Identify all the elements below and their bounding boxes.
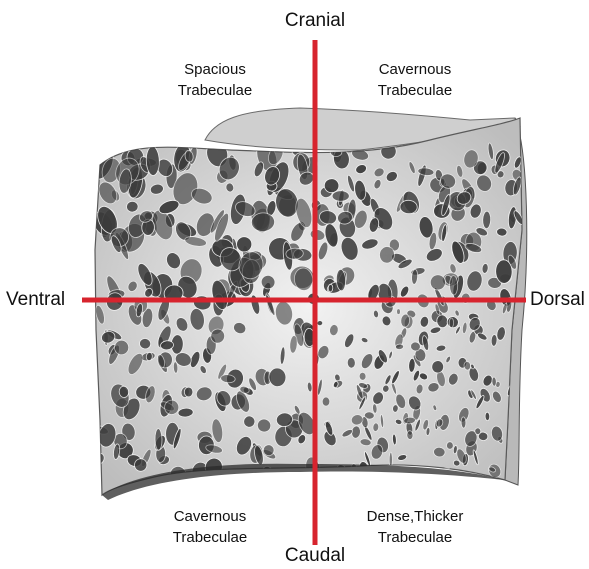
trabecular-pore [449, 276, 458, 296]
trabecular-pore [322, 397, 330, 406]
trabecular-pore [391, 472, 402, 485]
trabecular-pore [317, 320, 323, 326]
trabecular-pore [359, 372, 366, 381]
trabecular-pore [347, 357, 356, 368]
trabecular-pore [447, 442, 454, 450]
trabecular-pore [372, 423, 379, 432]
trabecular-pore [155, 429, 162, 451]
trabecular-pore [397, 309, 401, 315]
trabecular-pore [474, 428, 481, 435]
trabecular-pore [236, 236, 252, 252]
quadrant-top-left-label: SpaciousTrabeculae [160, 38, 270, 122]
trabecular-pore [461, 417, 466, 428]
trabecular-pore [389, 452, 392, 467]
trabecular-pore [485, 412, 490, 421]
label-cranial: Cranial [255, 11, 375, 31]
trabecular-pore [146, 352, 153, 361]
trabecular-pore [280, 473, 298, 491]
trabecular-pore [492, 377, 497, 386]
trabecular-pore [449, 318, 454, 328]
trabecular-pore [267, 475, 277, 485]
trabecular-pore [184, 387, 193, 397]
trabecular-pore [491, 334, 498, 346]
trabecular-pore [407, 430, 414, 439]
trabecular-pore [328, 284, 333, 292]
trabecular-pore [482, 211, 491, 229]
quadrant-bottom-right-label: Dense,ThickerTrabeculae [350, 485, 480, 569]
trabecular-pore [395, 344, 404, 350]
trabecular-pore [495, 260, 512, 284]
quadrant-top-right-label: CavernousTrabeculae [360, 38, 470, 122]
label-ventral: Ventral [6, 290, 76, 310]
trabecular-pore [332, 191, 349, 202]
label-dorsal: Dorsal [530, 290, 589, 310]
